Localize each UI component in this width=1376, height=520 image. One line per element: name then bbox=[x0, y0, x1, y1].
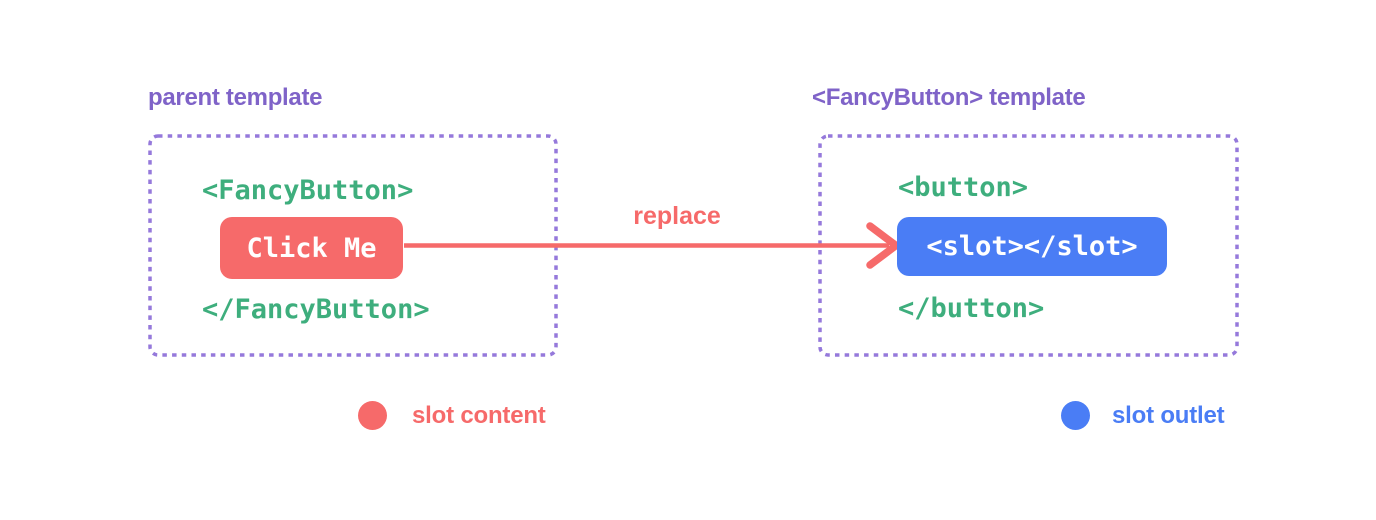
button-close-tag: </button> bbox=[898, 293, 1045, 324]
replace-arrow-label: replace bbox=[633, 202, 721, 230]
slot-outlet-legend-label: slot outlet bbox=[1112, 402, 1225, 429]
slot-content-chip: Click Me bbox=[220, 217, 403, 279]
replace-arrow-head bbox=[866, 222, 900, 269]
fancybutton-close-tag: </FancyButton> bbox=[202, 294, 430, 325]
slot-outlet-legend-dot-icon bbox=[1061, 401, 1090, 430]
parent-template-title: parent template bbox=[148, 84, 323, 111]
fancybutton-template-title: <FancyButton> template bbox=[812, 84, 1086, 111]
fancybutton-open-tag: <FancyButton> bbox=[202, 175, 414, 206]
slot-outlet-chip: <slot></slot> bbox=[897, 217, 1167, 276]
slot-content-legend-dot-icon bbox=[358, 401, 387, 430]
slot-content-legend-label: slot content bbox=[412, 402, 546, 429]
button-open-tag: <button> bbox=[898, 172, 1029, 203]
